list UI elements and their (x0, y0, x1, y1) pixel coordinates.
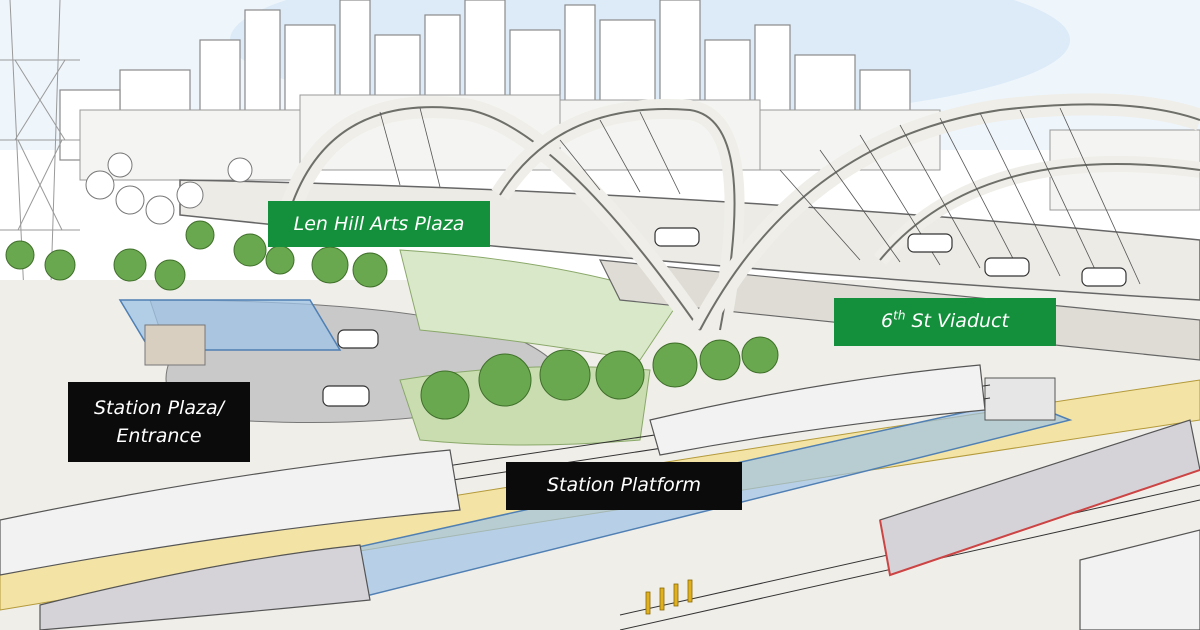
label-viaduct-ordinal: th (893, 308, 906, 323)
label-station-line2: Entrance (116, 425, 202, 447)
label-len-hill-arts-plaza: Len Hill Arts Plaza (268, 201, 490, 247)
plaza-building (144, 324, 206, 366)
station-box (984, 377, 1056, 421)
label-platform-text: Station Platform (546, 474, 702, 496)
label-viaduct-name: St Viaduct (905, 310, 1009, 332)
trains (0, 364, 1200, 630)
tree-outlines (85, 152, 253, 225)
label-len-hill-text: Len Hill Arts Plaza (293, 213, 465, 235)
bollards (645, 579, 693, 615)
trees (5, 220, 779, 420)
label-6th-st-viaduct: 6th St Viaduct (834, 298, 1056, 346)
viaduct-arches (279, 93, 1200, 337)
label-station-platform: Station Platform (506, 462, 742, 510)
label-viaduct-number: 6 (881, 310, 894, 332)
label-station-line1: Station Plaza/ (94, 397, 224, 419)
label-station-plaza-entrance: Station Plaza/ Entrance (68, 382, 250, 462)
cars (322, 227, 1127, 407)
viaduct-cables (379, 107, 1141, 285)
